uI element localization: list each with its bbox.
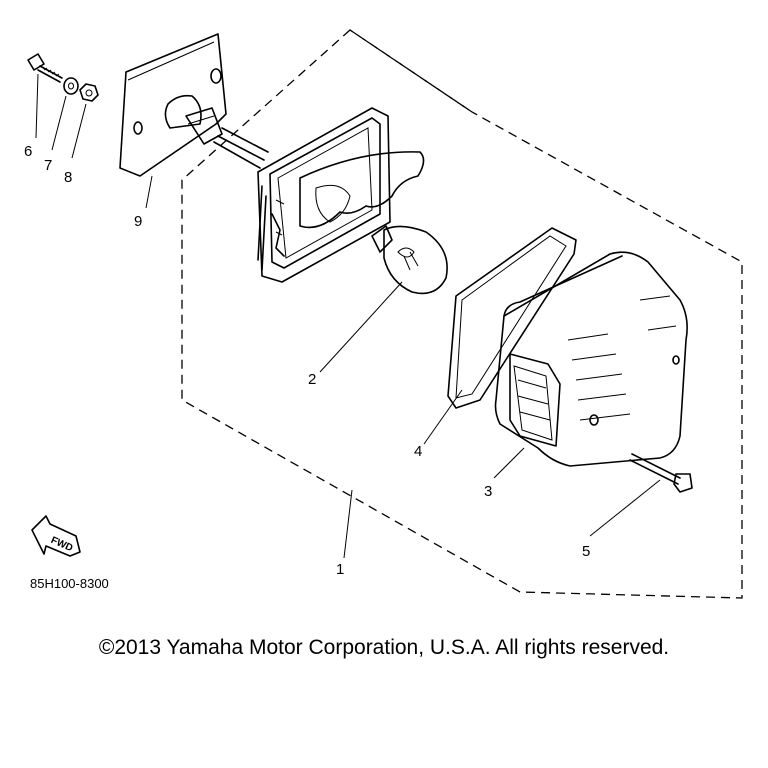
callout-labels: 6 7 8 9 2 4 3 5 1 — [24, 143, 590, 578]
wire-leads — [213, 127, 269, 169]
assembly-boundary — [181, 29, 743, 599]
callout-1: 1 — [336, 561, 344, 578]
gasket-part — [447, 227, 577, 409]
lens-part — [494, 251, 688, 467]
callout-3: 3 — [484, 483, 492, 500]
callout-9: 9 — [134, 213, 142, 230]
leader-lines — [35, 73, 661, 559]
callout-5: 5 — [582, 543, 590, 560]
bulb-part — [371, 225, 448, 295]
copyright-notice: ©2013 Yamaha Motor Corporation, U.S.A. A… — [98, 636, 670, 659]
washer-part — [63, 77, 79, 95]
nut-part — [79, 83, 99, 102]
forward-arrow-icon: FWD — [31, 515, 81, 557]
bolt-part — [27, 53, 63, 83]
callout-8: 8 — [64, 169, 72, 186]
callout-4: 4 — [414, 443, 422, 460]
callout-7: 7 — [44, 157, 52, 174]
screw-part — [629, 453, 693, 493]
fwd-label: FWD — [49, 535, 74, 554]
lamp-housing-part — [257, 107, 425, 283]
bracket-plate-part — [119, 33, 227, 177]
callout-6: 6 — [24, 143, 32, 160]
callout-2: 2 — [308, 371, 316, 388]
part-code: 85H100-8300 — [30, 576, 109, 591]
